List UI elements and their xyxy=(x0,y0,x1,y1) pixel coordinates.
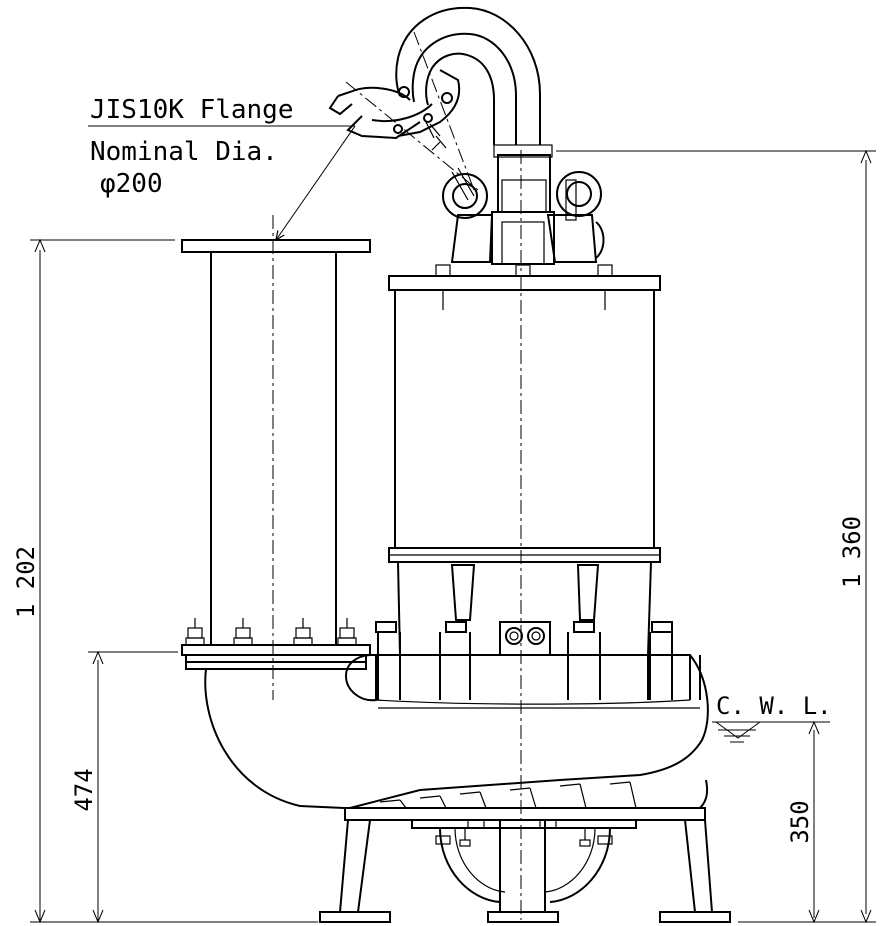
dim-cwl-level-label: 350 xyxy=(786,800,814,843)
dimension-flange-level: 474 xyxy=(70,650,178,924)
flange-label-line1: JIS10K Flange xyxy=(90,95,294,125)
flange-label-line3: φ200 xyxy=(100,169,163,199)
cwl-marker: C. W. L. 350 xyxy=(712,692,832,924)
base-stand xyxy=(319,807,731,923)
volute-casing xyxy=(204,654,709,809)
dimension-discharge-height: 1 202 xyxy=(12,238,318,924)
discharge-pipe xyxy=(181,215,371,700)
dim-overall-height-label: 1 360 xyxy=(838,516,866,588)
dimension-overall-height: 1 360 xyxy=(556,149,876,924)
dim-discharge-height-label: 1 202 xyxy=(12,546,40,618)
motor-body xyxy=(375,264,673,700)
dim-flange-level-label: 474 xyxy=(70,768,98,811)
lifting-bail xyxy=(328,6,541,191)
flange-callout: JIS10K Flange Nominal Dia. φ200 xyxy=(88,95,356,240)
flange-label-line2: Nominal Dia. xyxy=(90,137,278,167)
cwl-label: C. W. L. xyxy=(716,692,832,720)
motor-top xyxy=(442,144,605,265)
